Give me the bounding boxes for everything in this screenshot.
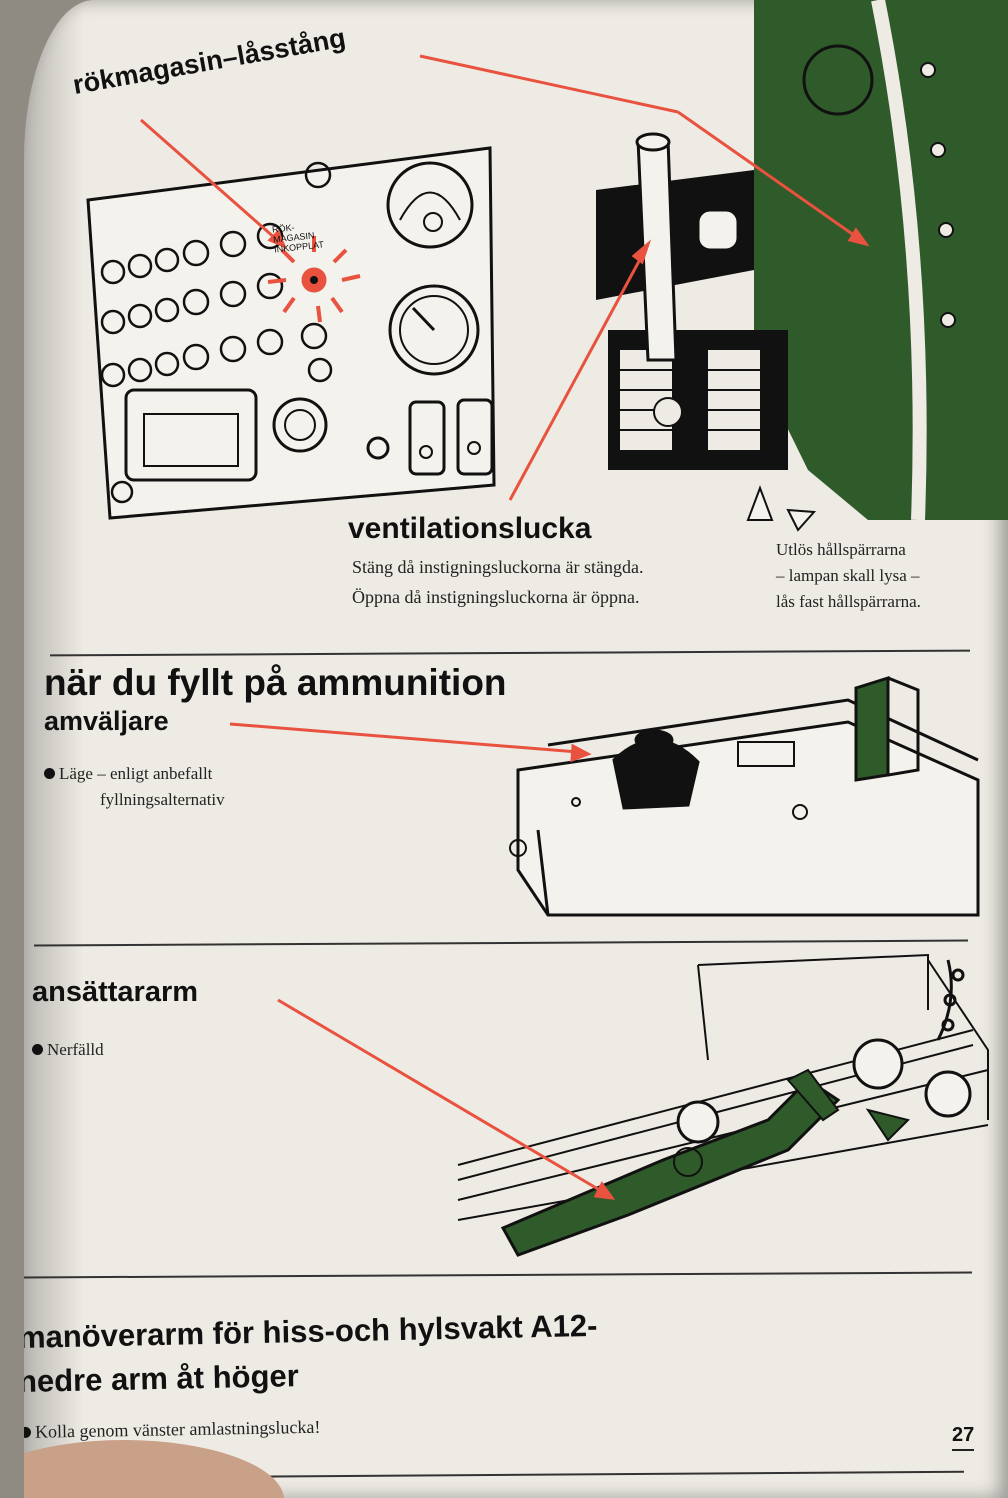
latch-note-line-3: lås fast hållspärrarna.	[776, 592, 921, 611]
rammer-arm-bullet: Nerfälld	[32, 1040, 104, 1060]
latch-note-line-1: Utlös hållspärrarna	[776, 540, 906, 559]
page-spine-shadow	[24, 0, 84, 1498]
lift-lever-title-line-2: nedre arm åt höger	[24, 1358, 300, 1399]
rammer-arm-title: ansättararm	[32, 976, 199, 1008]
ventilation-hatch-title: ventilationslucka	[348, 512, 592, 545]
illustrations	[86, 0, 1008, 1257]
ammo-selector-subtitle: amväljare	[44, 706, 169, 736]
latch-note-line-2: – lampan skall lysa –	[776, 566, 920, 585]
rammer-arm-illustration	[457, 953, 989, 1257]
page-number: 27	[952, 1424, 975, 1451]
ammo-selector-illustration	[509, 675, 980, 917]
ammo-selector-bullet: Läge – enligt anbefallt	[44, 764, 212, 784]
smoke-magazine-panel-label: RÖK- MAGASIN INKOPPLAT	[272, 219, 325, 254]
ventilation-hatch-line-1: Stäng då instigningsluckorna är stängda.	[352, 557, 644, 577]
ammo-selector-bullet-cont: fyllningsalternativ	[100, 790, 225, 809]
hatch-mechanism-illustration	[596, 0, 1008, 532]
control-panel-illustration	[86, 146, 496, 520]
pointer-lines	[140, 54, 870, 1200]
manual-page: rökmagasin–låsstång RÖK- MAGASIN INKOPPL…	[24, 0, 1008, 1498]
after-ammo-fill-title: när du fyllt på ammunition	[44, 662, 507, 703]
ventilation-hatch-line-2: Öppna då instigningsluckorna är öppna.	[352, 587, 640, 607]
